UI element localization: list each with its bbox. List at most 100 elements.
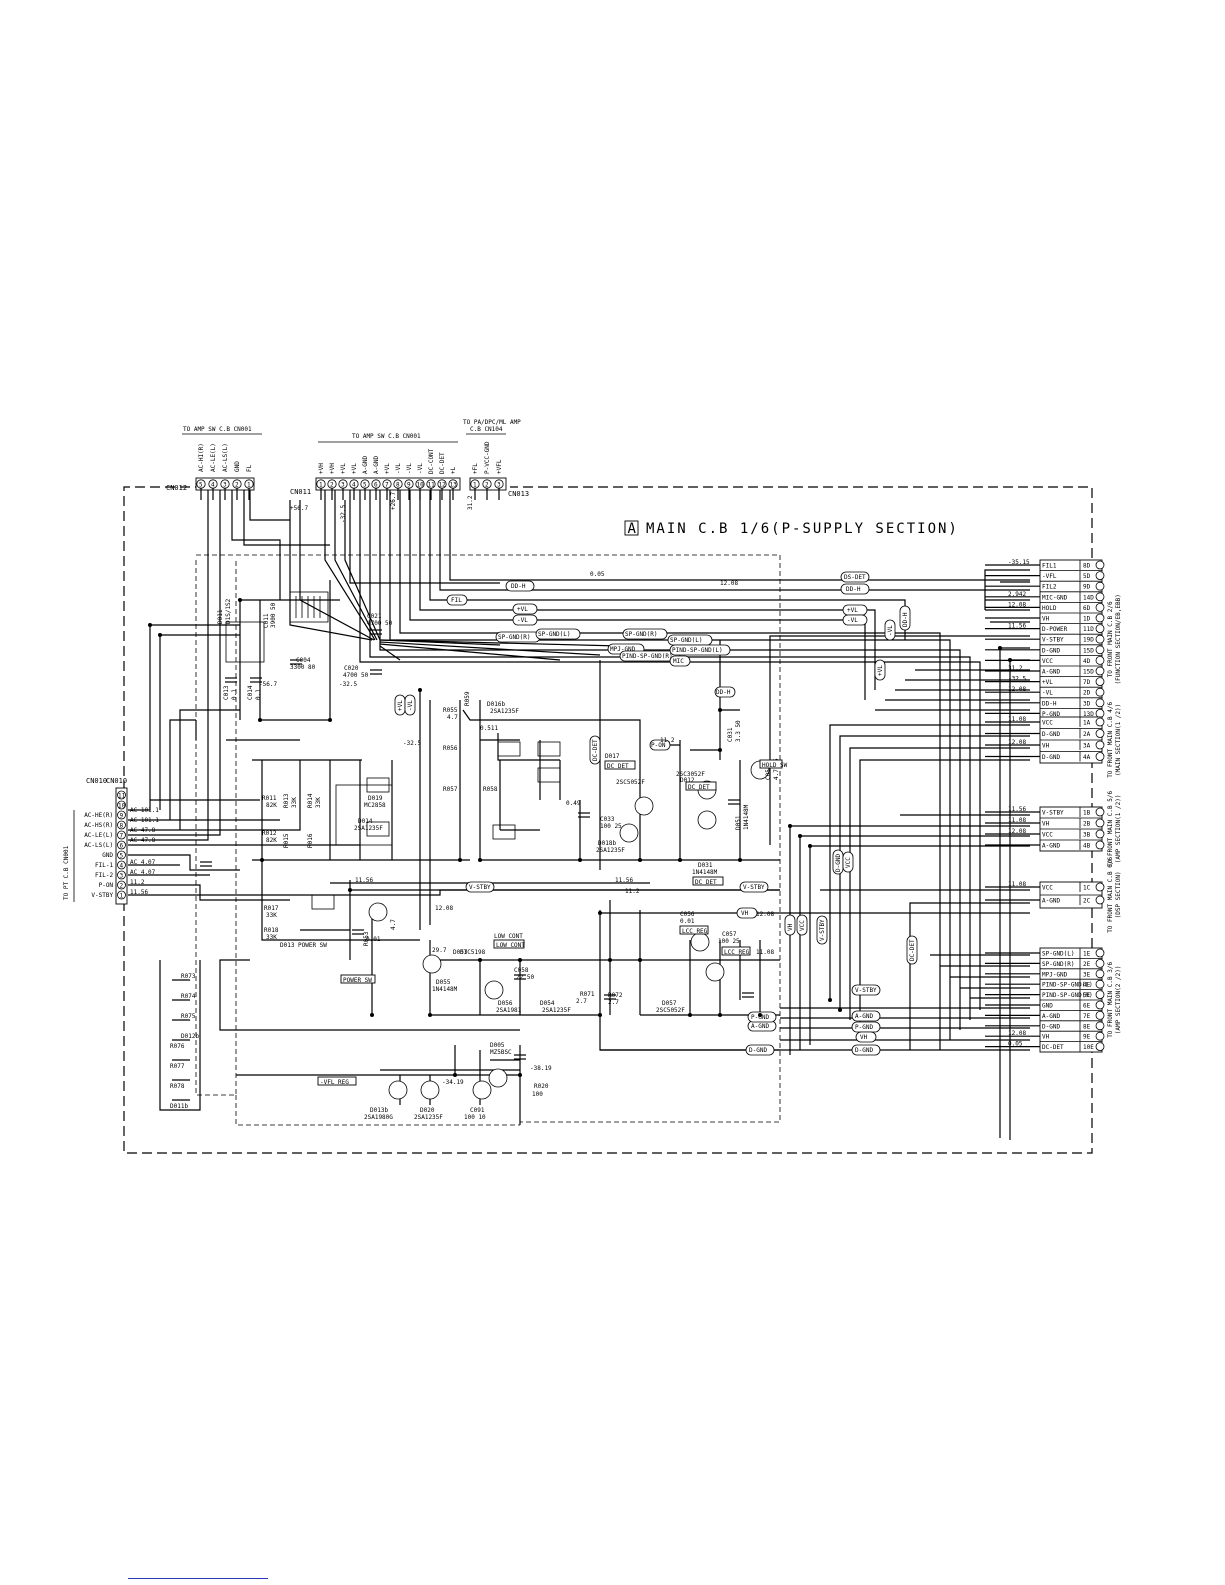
right-pin-label: MPJ-GND: [1042, 971, 1068, 978]
right-pin-number: 1B: [1083, 810, 1091, 817]
right-pin-label: V-STBY: [1042, 810, 1064, 817]
boxed-lcc-reg-2: LCC REG: [724, 949, 750, 956]
right-pin-terminal: [1095, 571, 1105, 580]
label-d053-val: 1N4148M: [432, 986, 458, 993]
label-c055-val: 100 25: [600, 823, 622, 830]
connector-pin: [117, 830, 126, 840]
label-d051-val: DTC5198: [460, 949, 486, 956]
bus-tag: DD-H: [902, 612, 909, 627]
connector-pin-number: 1: [120, 893, 124, 900]
label-d011b-val: 2SA1980G: [364, 1114, 393, 1121]
label-r057: R059: [464, 691, 471, 706]
bus-tag: -VL: [517, 617, 528, 624]
cn013-ref: CN013: [508, 490, 529, 498]
connector-pin-number: 5: [199, 482, 203, 489]
connector-pin-label: +VL: [340, 463, 347, 474]
label-d012: C055: [765, 765, 772, 780]
connector-pin-number: 1: [319, 482, 323, 489]
right-pin-voltage: 11.56: [1008, 623, 1026, 630]
right-pin-voltage: -35.15: [1008, 559, 1030, 566]
voltage: 31.2: [467, 495, 474, 510]
label-r053-val: 4.7: [447, 714, 458, 721]
boxed-vfl-reg: -VFL REG: [320, 1079, 349, 1086]
voltage: -56.7: [259, 681, 277, 688]
label-d011: D011: [217, 609, 224, 624]
right-pin-terminal: [1095, 752, 1105, 761]
connector-pin-label: -VL: [395, 463, 402, 474]
right-pin-label: -VL: [1042, 690, 1053, 697]
right-pin-label: V-STBY: [1042, 637, 1064, 644]
right-pin-label: MIC-GND: [1042, 594, 1068, 601]
label-r012: R012: [262, 830, 277, 837]
label-d056: C056: [680, 911, 695, 918]
bus-tag: DC-DET: [909, 939, 916, 961]
bus-tag: +VL: [397, 700, 404, 711]
label-d018-val: 2SA1235F: [354, 825, 383, 832]
label-d055-val: 2SC5052F: [656, 1007, 685, 1014]
label-r062: D016b: [487, 701, 505, 708]
label-c031-val: 1N4148M: [743, 804, 750, 830]
bus-tag: V-STBY: [469, 884, 491, 891]
connector-pin-label: DC-DET: [439, 452, 446, 474]
right-pin-number: 7D: [1083, 679, 1091, 686]
bus-tag: +VL: [877, 665, 884, 676]
right-pin-number: 1E: [1083, 951, 1091, 958]
right-pin-voltage: 11.08: [1008, 881, 1026, 888]
label-r012-val: 82K: [266, 837, 277, 844]
bus-tag: SP-GND(R): [625, 631, 658, 638]
label-d012b-val: 2SA1235F: [414, 1114, 443, 1121]
right-pin-label: FIL2: [1042, 584, 1057, 591]
connector-pin-label: +VFL: [496, 459, 503, 474]
connector-pin-number: 3: [120, 873, 124, 880]
right-pin-number: 6D: [1083, 605, 1091, 612]
right-pin-terminal: [1095, 560, 1105, 570]
label-d031-val: 3.3 50: [735, 720, 742, 742]
right-pin-terminal: [1095, 807, 1105, 817]
right-pin-terminal: [1095, 882, 1105, 892]
connector-pin-number: 12: [439, 482, 447, 489]
label-d018b: D031: [698, 862, 713, 869]
right-connector-destination: (FUNCTION SECTION/EB,EBB): [1115, 594, 1122, 684]
label-d016-val: MC2858: [364, 802, 386, 809]
right-pin-label: +VL: [1042, 679, 1053, 686]
bus-tag: MPJ-GND: [610, 646, 636, 653]
right-connector-destination: TO FRONT MAIN C.B 5/6: [1107, 791, 1114, 867]
right-pin-label: VCC: [1042, 720, 1053, 727]
label-d054-val: 2SA1981: [496, 1007, 522, 1014]
label-c058-val: 2.7: [608, 999, 619, 1006]
connector-pin-number: 2: [485, 482, 489, 489]
label-d054: D056: [498, 1000, 513, 1007]
right-pin-number: 5D: [1083, 573, 1091, 580]
connector-pin-number: 8: [396, 482, 400, 489]
connector-pin-number: 5: [120, 853, 124, 860]
right-pin-terminal: [1095, 979, 1105, 989]
voltage: -32.5: [339, 681, 357, 688]
right-pin-label: VH: [1042, 821, 1050, 828]
label-d019-val: POWER SW: [298, 942, 327, 949]
right-pin-terminal: [1095, 1000, 1105, 1010]
label-c021: C021: [367, 613, 382, 620]
bus-tag: D-GND: [855, 1047, 873, 1054]
right-connector-destination: TO FRONT MAIN C.B 4/6: [1107, 702, 1114, 778]
connector-pin-number: 6: [120, 843, 124, 850]
cn013-destination-line2: C.B CN104: [470, 426, 503, 433]
bus-tag: VH: [860, 1034, 868, 1041]
right-pin-terminal: [1095, 709, 1105, 718]
label-c031: D051: [735, 815, 742, 830]
right-pin-number: 1D: [1083, 616, 1091, 623]
voltage: 0.49: [566, 800, 581, 807]
label-r075: R077: [170, 1063, 185, 1070]
connector-pin-label: -VL: [406, 463, 413, 474]
voltage: 11.2: [625, 888, 640, 895]
bus-tag: -VL: [887, 625, 894, 636]
right-pin-number: 3E: [1083, 971, 1091, 978]
connector-pin-label: AC-LS(L): [84, 842, 113, 849]
connector-pin-number: 7: [120, 833, 124, 840]
right-pin-label: SP-GND(R): [1042, 961, 1075, 968]
voltage: 11.56: [355, 877, 373, 884]
right-pin-terminal: [1095, 895, 1105, 905]
label-r071: R073: [181, 973, 196, 980]
right-pin-terminal: [1095, 990, 1105, 999]
label-c057-val: 2.7: [576, 998, 587, 1005]
bus-tag: DS-DET: [844, 574, 866, 581]
